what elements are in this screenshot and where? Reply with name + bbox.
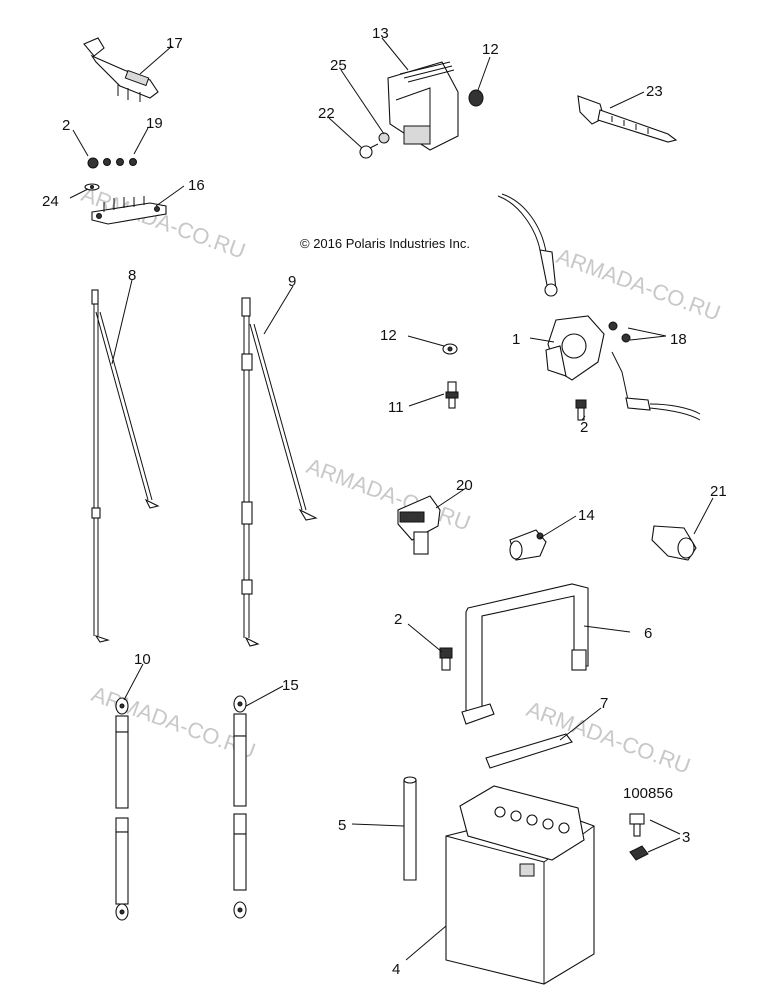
watermark-group: ARMADA-CO.RU ARMADA-CO.RU ARMADA-CO.RU A… (78, 181, 724, 778)
part-13-regulator (387, 61, 459, 151)
watermark-1: ARMADA-CO.RU (553, 243, 724, 325)
figure-number: 100856 (623, 785, 673, 802)
watermark-5: ARMADA-CO.RU (523, 696, 694, 778)
part-20-boot (397, 495, 441, 555)
callout-11: 11 (388, 399, 404, 416)
callout-9: 9 (288, 273, 296, 290)
callout-19: 19 (146, 115, 163, 132)
part-6-bracket (461, 583, 589, 725)
callout-22: 22 (318, 105, 335, 122)
callout-18: 18 (670, 331, 687, 348)
part-9-cable (241, 297, 318, 647)
callout-7: 7 (600, 695, 608, 712)
part-7-pad (485, 733, 573, 769)
callout-20: 20 (456, 477, 473, 494)
part-12-nut-mid (442, 343, 458, 355)
part-5-vent-tube (403, 776, 417, 881)
part-4-battery (445, 785, 595, 985)
callout-23: 23 (646, 83, 663, 100)
callout-12-top: 12 (482, 41, 499, 58)
callout-17: 17 (166, 35, 183, 52)
part-11-stud (445, 381, 459, 409)
part-14-boot (509, 529, 547, 561)
callout-3: 3 (682, 829, 690, 846)
part-1-solenoid (497, 193, 701, 421)
callout-14: 14 (578, 507, 595, 524)
callout-24: 24 (42, 193, 59, 210)
part-2-19-fasteners (84, 157, 137, 191)
callout-2-lower: 2 (394, 611, 402, 628)
callout-16: 16 (188, 177, 205, 194)
part-2-bolt-lower (439, 647, 453, 671)
watermark-4: ARMADA-CO.RU (88, 681, 259, 763)
callout-2-top: 2 (62, 117, 70, 134)
callout-21: 21 (710, 483, 727, 500)
part-21-boot (651, 525, 697, 561)
part-23-cable-tie (577, 95, 678, 143)
part-8-cable (91, 289, 160, 643)
callout-5: 5 (338, 817, 346, 834)
leader-lines (69, 37, 714, 961)
part-2-bolt-mid (575, 399, 587, 421)
callout-2-mid: 2 (580, 419, 588, 436)
callout-1: 1 (512, 331, 520, 348)
callout-25: 25 (330, 57, 347, 74)
part-3-hardware (629, 813, 649, 861)
callout-8: 8 (128, 267, 136, 284)
callout-12-mid: 12 (380, 327, 397, 344)
part-22-screw (359, 143, 379, 159)
part-15-cable (233, 695, 247, 919)
part-12-nut-top (468, 89, 484, 107)
copyright-text: © 2016 Polaris Industries Inc. (300, 236, 470, 251)
part-25-washer (378, 132, 390, 144)
part-16-terminal-block (91, 196, 167, 225)
callout-13: 13 (372, 25, 389, 42)
watermark-3: ARMADA-CO.RU (303, 453, 474, 535)
callout-6: 6 (644, 625, 652, 642)
callout-labels: 17 2 19 24 16 13 25 22 12 23 8 9 12 1 18… (42, 25, 727, 978)
callout-15: 15 (282, 677, 299, 694)
part-17-battery-strap (83, 37, 159, 102)
part-10-cable (115, 697, 129, 921)
callout-10: 10 (134, 651, 151, 668)
callout-4: 4 (392, 961, 400, 978)
